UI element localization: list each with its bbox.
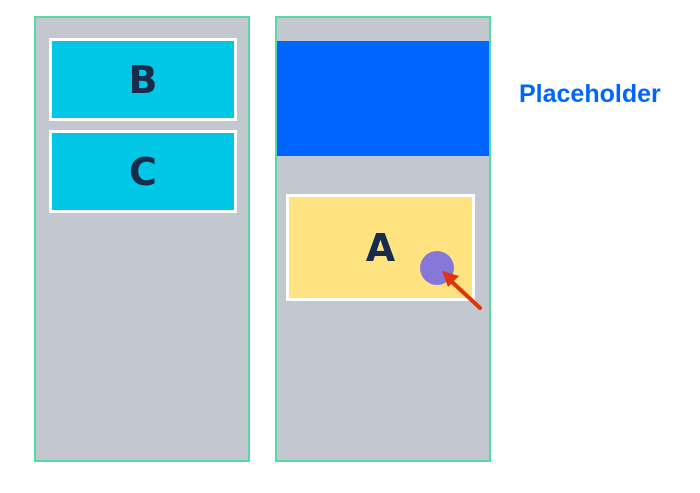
placeholder-label: Placeholder [519, 80, 661, 108]
card-b-label: B [128, 57, 158, 102]
left-column: B C [34, 16, 250, 462]
drop-placeholder-zone [277, 41, 489, 156]
card-c[interactable]: C [49, 130, 237, 213]
card-b[interactable]: B [49, 38, 237, 121]
card-c-label: C [129, 149, 157, 194]
right-column: A [275, 16, 491, 462]
card-a[interactable]: A [286, 194, 475, 301]
card-a-label: A [365, 225, 396, 270]
